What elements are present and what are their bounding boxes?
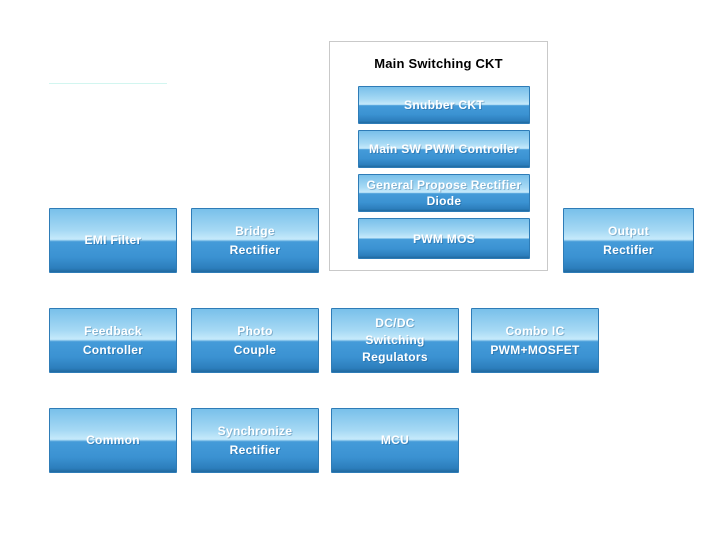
block-pwm-mos[interactable]: PWM MOS (358, 218, 530, 259)
block-bridge-rectifier[interactable]: Bridge Rectifier (191, 208, 319, 273)
block-synchronize-rectifier[interactable]: Synchronize Rectifier (191, 408, 319, 473)
block-combo-ic-pwm-mosfet[interactable]: Combo IC PWM+MOSFET (471, 308, 599, 373)
block-common[interactable]: Common (49, 408, 177, 473)
block-output-rectifier[interactable]: Output Rectifier (563, 208, 694, 273)
block-emi-filter[interactable]: EMI Filter (49, 208, 177, 273)
faint-accent-line (49, 83, 167, 84)
block-photo-couple[interactable]: Photo Couple (191, 308, 319, 373)
main-switching-ckt-panel: Main Switching CKT Snubber CKT Main SW P… (329, 41, 548, 271)
block-general-propose-rectifier-diode[interactable]: General Propose Rectifier Diode (358, 174, 530, 212)
block-dcdc-switching-regulators[interactable]: DC/DC Switching Regulators (331, 308, 459, 373)
panel-title: Main Switching CKT (374, 56, 503, 71)
block-main-sw-pwm-controller[interactable]: Main SW PWM Controller (358, 130, 530, 168)
block-mcu[interactable]: MCU (331, 408, 459, 473)
block-feedback-controller[interactable]: Feedback Controller (49, 308, 177, 373)
block-snubber-ckt[interactable]: Snubber CKT (358, 86, 530, 124)
